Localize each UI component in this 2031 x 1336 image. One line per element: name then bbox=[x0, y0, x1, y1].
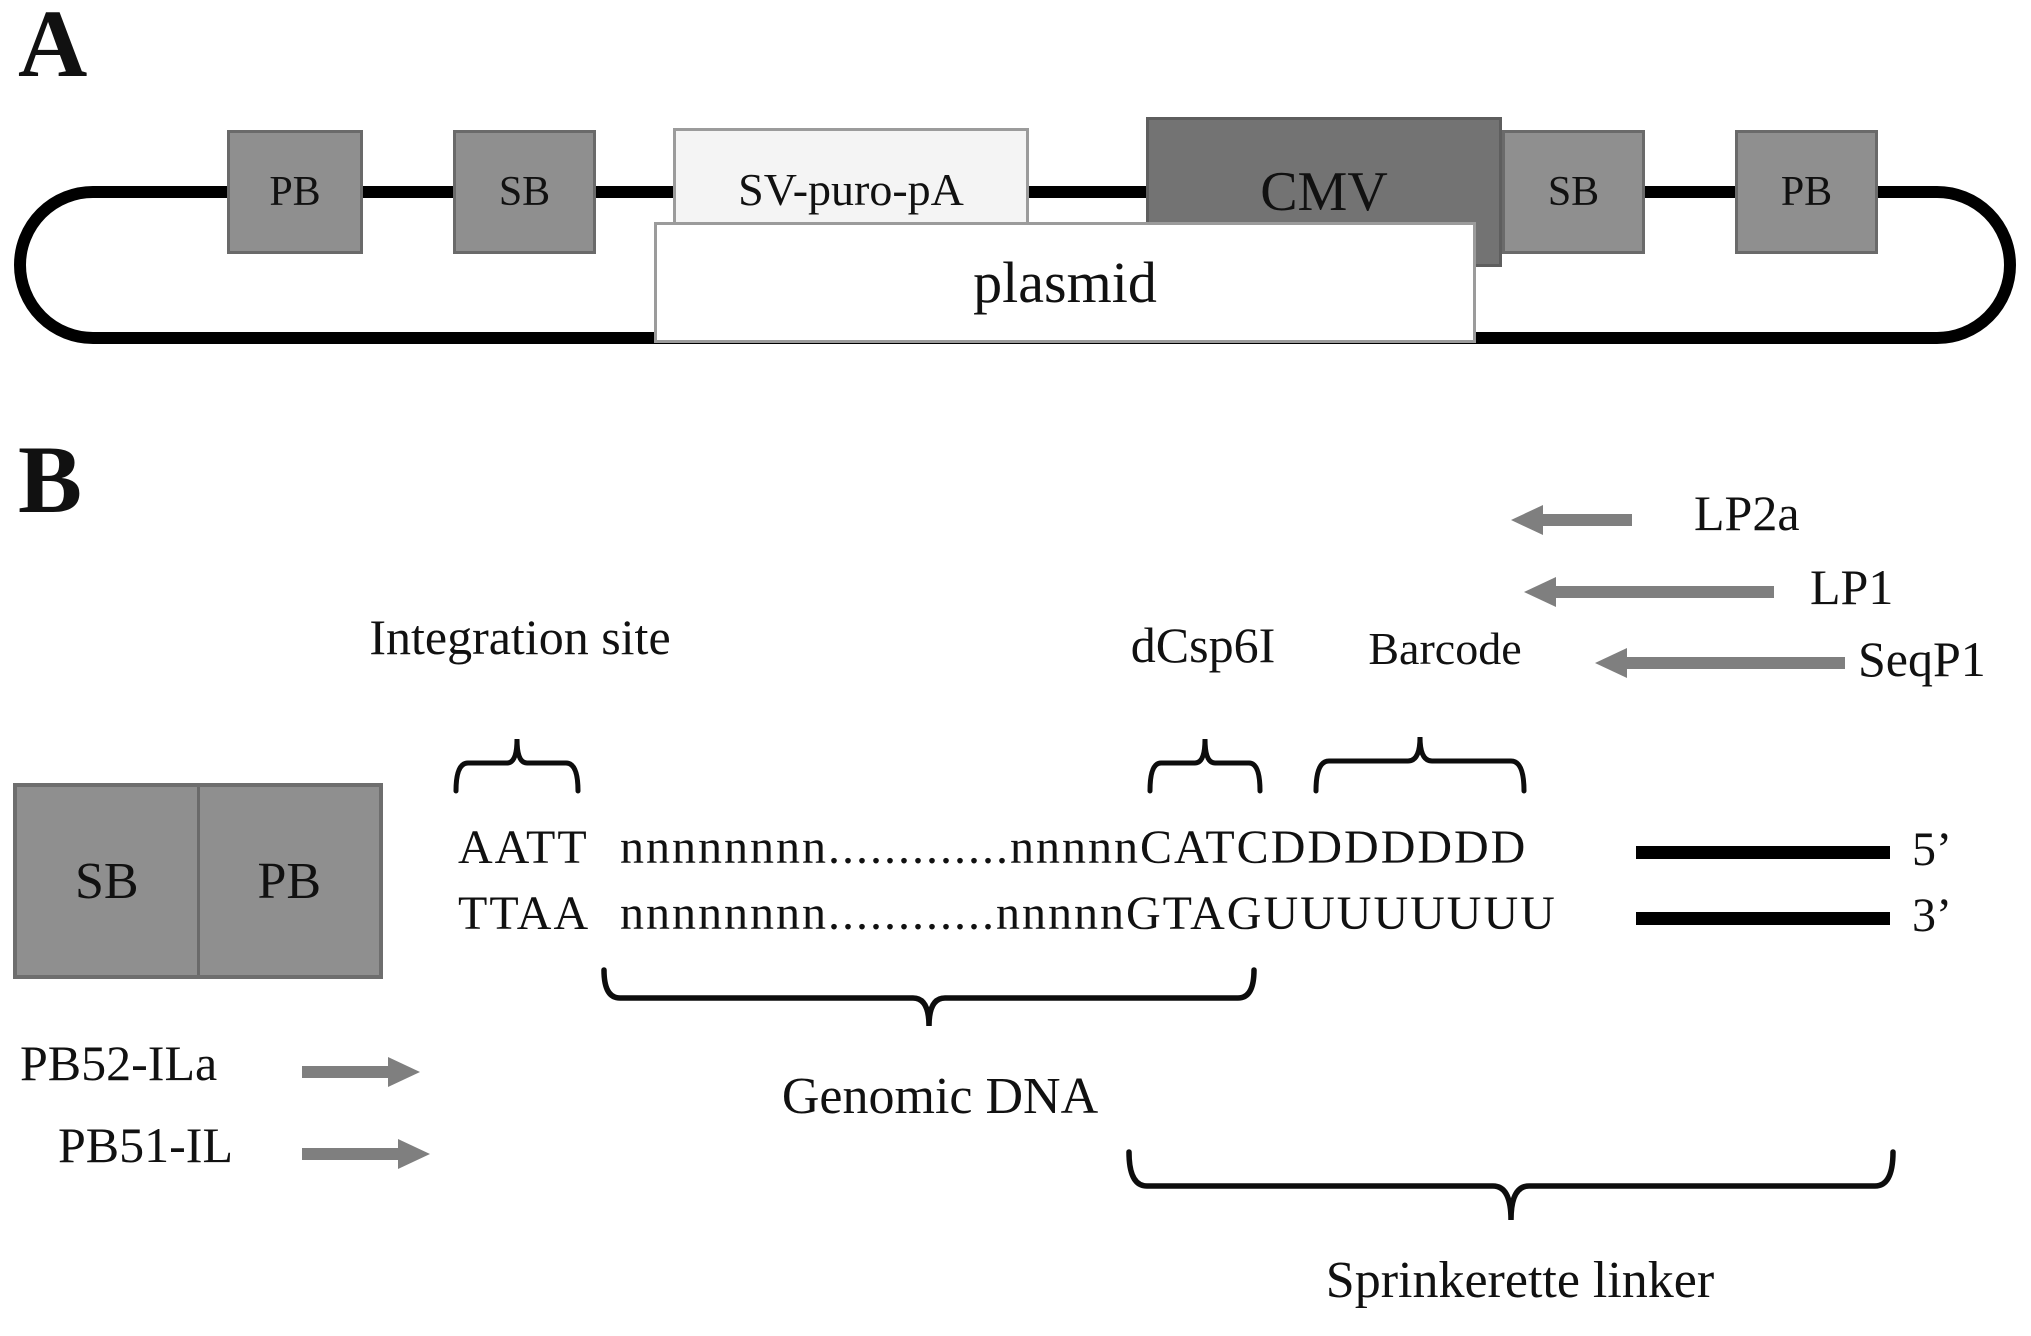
pb52-ila-primer-label: PB52-ILa bbox=[20, 1035, 218, 1091]
dcsp6i-brace-icon bbox=[1146, 735, 1264, 795]
barcode-label: Barcode bbox=[1368, 623, 1522, 674]
pb51-il-arrow-right-icon bbox=[302, 1139, 430, 1169]
five-prime-label: 5’ bbox=[1912, 823, 1952, 876]
seqp1-primer-label: SeqP1 bbox=[1858, 631, 1986, 687]
genomic-dna-label: Genomic DNA bbox=[781, 1068, 1099, 1125]
five-prime-strand-bar bbox=[1636, 846, 1890, 859]
lp1-primer-label: LP1 bbox=[1810, 559, 1894, 615]
three-prime-strand-bar bbox=[1636, 912, 1890, 925]
pb-element-right: PB bbox=[1735, 130, 1878, 254]
sequence-top-strand: nnnnnnnn.............nnnnnCATCDDDDDDD bbox=[620, 821, 1528, 874]
panel-b-label: B bbox=[18, 426, 83, 533]
cmv-label: CMV bbox=[1260, 161, 1388, 223]
genomic-dna-brace-icon bbox=[600, 966, 1258, 1030]
sprinkerette-brace-icon bbox=[1125, 1148, 1897, 1224]
lp1-arrow-left-icon bbox=[1524, 577, 1774, 607]
dcsp6i-label: dCsp6I bbox=[1130, 617, 1276, 673]
transposon-pb-cell: PB bbox=[200, 787, 380, 975]
sequence-top-site: AATT bbox=[458, 821, 589, 874]
integration-site-brace-icon bbox=[452, 735, 582, 795]
three-prime-label: 3’ bbox=[1912, 889, 1952, 942]
barcode-brace-icon bbox=[1312, 733, 1528, 795]
sb-element-left: SB bbox=[453, 130, 596, 254]
pb-element-left: PB bbox=[227, 130, 363, 254]
transposon-sb-cell: SB bbox=[17, 787, 200, 975]
transposon-sb-label: SB bbox=[74, 852, 139, 910]
sb-element-right: SB bbox=[1502, 130, 1645, 254]
pb51-il-primer-label: PB51-IL bbox=[58, 1117, 233, 1173]
sb-element-left-label: SB bbox=[498, 169, 551, 215]
plasmid-name-label: plasmid bbox=[973, 250, 1157, 315]
sv-puro-pa-label: SV-puro-pA bbox=[738, 163, 964, 215]
sequence-bottom-site: TTAA bbox=[458, 887, 591, 940]
plasmid-name-box: plasmid bbox=[654, 222, 1476, 343]
transposon-pb-label: PB bbox=[257, 852, 322, 910]
pb-element-left-label: PB bbox=[269, 169, 321, 215]
integration-site-label: Integration site bbox=[369, 609, 671, 665]
lp2a-arrow-left-icon bbox=[1511, 505, 1632, 535]
transposon-ends-box: SB PB bbox=[13, 783, 383, 979]
seqp1-arrow-left-icon bbox=[1595, 648, 1845, 678]
sequence-bottom-strand: nnnnnnnn............nnnnnGTAGUUUUUUUU bbox=[620, 887, 1557, 940]
sprinkerette-linker-label: Sprinkerette linker bbox=[1325, 1252, 1715, 1309]
pb-element-right-label: PB bbox=[1780, 169, 1833, 215]
panel-a-label: A bbox=[18, 0, 88, 97]
lp2a-primer-label: LP2a bbox=[1694, 485, 1800, 541]
pb52-ila-arrow-right-icon bbox=[302, 1057, 420, 1087]
sb-element-right-label: SB bbox=[1547, 169, 1600, 215]
